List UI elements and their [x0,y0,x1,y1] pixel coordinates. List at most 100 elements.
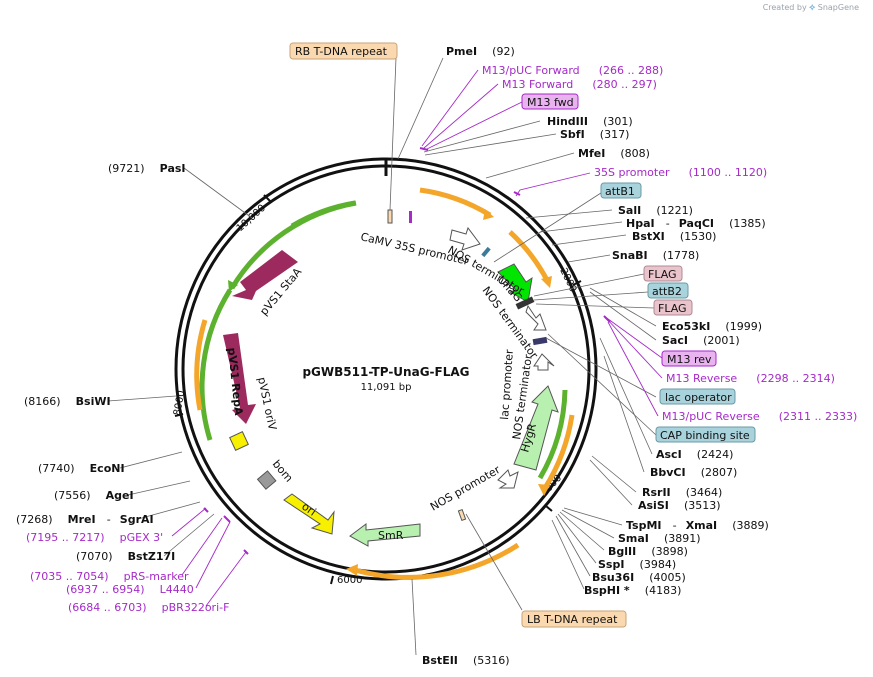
site-mfei[interactable]: MfeI (808) [578,142,650,161]
primer-prs-marker[interactable]: (7035 .. 7054) pRS-marker [30,565,189,584]
site-sspi[interactable]: SspI (3984) [598,553,676,572]
site-pasi[interactable]: (9721) PasI [108,157,186,176]
line-m13-forward [423,83,499,149]
site-rsrii-name: RsrII [642,486,671,499]
box-rb-tdna[interactable]: RB T-DNA repeat [289,42,398,60]
site-sali-pos: (1221) [656,204,693,217]
box-m13rev-label: M13 rev [667,353,712,366]
line-m13-reverse [605,317,663,379]
site-sbfi[interactable]: SbfI (317) [560,123,629,142]
primer-35s[interactable]: 35S promoter (1100 .. 1120) [594,161,767,180]
site-rsrii[interactable]: RsrII (3464) [642,481,722,500]
site-smai[interactable]: SmaI (3891) [618,527,701,546]
site-bstxi-name: BstXI [632,230,665,243]
site-bsu36i[interactable]: Bsu36I (4005) [592,566,686,585]
site-bsiwi[interactable]: (8166) BsiWI [24,390,111,409]
site-hindiii[interactable]: HindIII (301) [547,110,633,129]
primer-m13puc-rev[interactable]: M13/pUC Reverse (2311 .. 2333) [662,405,857,424]
box-attb1[interactable]: attB1 [600,182,642,199]
primer-pbr322[interactable]: (6684 .. 6703) pBR322ori-F [68,596,229,615]
feature-smr [349,523,421,547]
box-cap-site[interactable]: CAP binding site [655,426,756,443]
feature-white-arrow-bottom [497,469,519,489]
site-hpai-pos: (1385) [729,217,766,230]
site-sali[interactable]: SalI (1221) [618,199,693,218]
site-asisi[interactable]: AsiSI (3513) [638,494,721,513]
primer-l4440[interactable]: (6937 .. 6954) L4440 [66,578,194,597]
box-lb-tdna[interactable]: LB T-DNA repeat [521,610,627,628]
box-lac-operator[interactable]: lac operator [659,388,736,405]
site-econi-pos: (7740) [38,462,75,475]
site-bbvci-pos: (2807) [701,466,738,479]
line-bsu36i [555,515,591,577]
site-eco53ki[interactable]: Eco53kI (1999) [662,315,762,334]
feature-m13fwd-bar [409,211,412,223]
box-attb1-label: attB1 [605,185,635,198]
box-attb2[interactable]: attB2 [647,282,689,299]
box-flag2-label: FLAG [658,302,687,315]
site-pasi-pos: (9721) [108,162,145,175]
line-sbfi [424,133,557,156]
feature-arc-right-orange [542,414,575,490]
site-tspmi[interactable]: TspMI - XmaI (3889) [626,514,769,533]
primer-l4440-name: L4440 [160,583,194,596]
line-pmei [397,57,444,160]
line-rb-tdna [389,57,397,211]
line-flag1 [533,273,645,297]
site-bsu36i-name: Bsu36I [592,571,634,584]
primer-m13puc-fwd-name: M13/pUC Forward [482,64,580,77]
site-econi[interactable]: (7740) EcoNI [38,457,125,476]
primer-pgex3[interactable]: (7195 .. 7217) pGEX 3' [26,526,163,545]
primer-m13-reverse[interactable]: M13 Reverse (2298 .. 2314) [666,367,835,386]
site-bsu36i-pos: (4005) [649,571,686,584]
box-m13fwd[interactable]: M13 fwd [521,93,579,110]
site-sspi-pos: (3984) [640,558,677,571]
site-smai-pos: (3891) [664,532,701,545]
site-agei[interactable]: (7556) AgeI [54,484,134,503]
site-mrei[interactable]: (7268) MreI - SgrAI [16,508,154,527]
box-flag2[interactable]: FLAG [653,299,693,316]
feature-arc-right-orange-head [538,484,550,496]
box-flag1-label: FLAG [648,268,677,281]
site-pmei[interactable]: PmeI (92) [446,40,515,59]
line-hindiii [423,120,541,153]
primer-pgex3-name: pGEX 3' [120,531,164,544]
primer-m13-forward[interactable]: M13 Forward (280 .. 297) [502,73,657,92]
box-m13rev[interactable]: M13 rev [661,350,717,367]
line-rsrii [591,455,637,493]
line-econi [119,451,183,469]
line-asci [599,337,653,455]
site-bstz17i-name: BstZ17I [128,550,176,563]
site-asci-name: AscI [656,448,682,461]
site-bsiwi-pos: (8166) [24,395,61,408]
site-snabi[interactable]: SnaBI (1778) [612,244,699,263]
line-m13puc-fwd [421,69,479,147]
primer-mark-pgex3 [203,507,209,513]
feature-attb2-bar [515,296,535,310]
site-bsteii[interactable]: BstEII (5316) [422,649,510,668]
primer-l4440-range: (6937 .. 6954) [66,583,145,596]
site-bbvci[interactable]: BbvCI (2807) [650,461,737,480]
site-mfei-pos: (808) [620,147,650,160]
site-bstz17i[interactable]: (7070) BstZ17I [76,545,175,564]
line-pgex3 [171,507,207,537]
site-asci[interactable]: AscI (2424) [656,443,733,462]
site-bsphi[interactable]: BspHI * (4183) [584,579,681,598]
site-mrei-name2: SgrAI [120,513,154,526]
primer-m13puc-fwd[interactable]: M13/pUC Forward (266 .. 288) [482,59,663,78]
line-35s-primer [515,172,591,197]
snapgene-logo-icon: ⟡ [809,3,816,13]
box-flag1[interactable]: FLAG [643,265,683,282]
primer-pbr322-range: (6684 .. 6703) [68,601,147,614]
site-mfei-name: MfeI [578,147,605,160]
site-bstxi[interactable]: BstXI (1530) [632,225,716,244]
site-bglii[interactable]: BglII (3898) [608,540,688,559]
feature-pvs1-oriv [229,431,249,451]
site-hpai[interactable]: HpaI - PaqCI (1385) [626,212,766,231]
site-agei-name: AgeI [106,489,134,502]
feature-arc-left-green-1 [199,288,233,441]
site-saci[interactable]: SacI (2001) [662,329,740,348]
site-bbvci-name: BbvCI [650,466,686,479]
site-hpai-name: HpaI [626,217,655,230]
